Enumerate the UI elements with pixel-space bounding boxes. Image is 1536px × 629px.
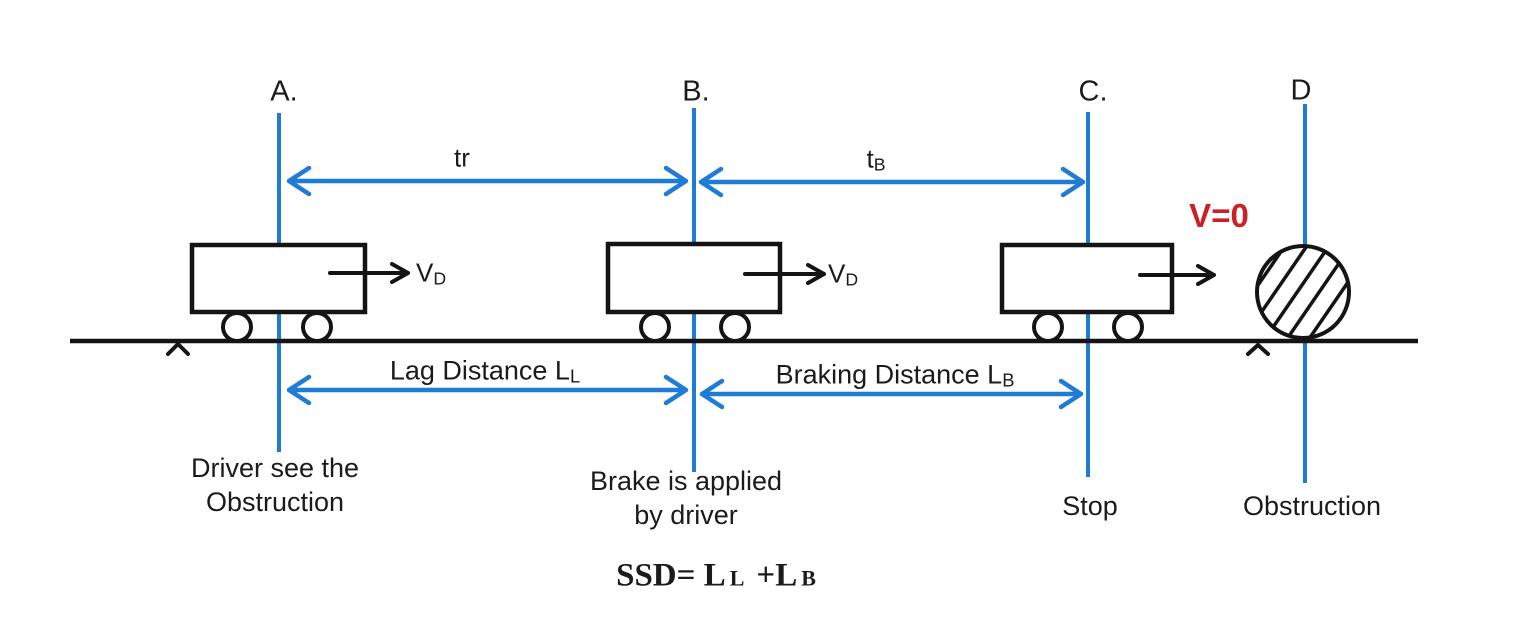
speed-label-a: VD bbox=[416, 258, 446, 289]
braking-time-arrow bbox=[698, 166, 1086, 198]
event-label-b-line1: Brake is applied bbox=[589, 466, 783, 496]
speed-main: V bbox=[416, 257, 434, 288]
formula-sub1: L bbox=[729, 565, 745, 591]
event-label-b: Brake is applied by driver bbox=[590, 464, 782, 532]
lag-distance-label: Lag Distance LL bbox=[390, 356, 580, 387]
vehicle-at-c bbox=[999, 242, 1216, 343]
braking-distance-label: Braking Distance LB bbox=[776, 360, 1015, 391]
speed-label-b: VD bbox=[828, 259, 858, 290]
braking-time-label: tB bbox=[866, 144, 885, 175]
marker-label-b: B. bbox=[682, 75, 710, 108]
marker-label-a: A. bbox=[270, 75, 298, 108]
lag-distance-sub: L bbox=[569, 365, 581, 387]
marker-label-c: C. bbox=[1078, 75, 1108, 108]
wheel bbox=[1032, 311, 1064, 343]
reaction-time-label: tr bbox=[454, 142, 470, 173]
braking-time-sub: B bbox=[873, 154, 886, 175]
vehicle-at-b bbox=[605, 241, 826, 343]
braking-distance-arrow bbox=[699, 378, 1084, 410]
obstruction-outline bbox=[1255, 244, 1351, 340]
lag-distance-arrow bbox=[286, 374, 689, 406]
vehicle-at-a bbox=[189, 242, 410, 343]
formula-sub2: B bbox=[801, 565, 816, 591]
wheel bbox=[719, 311, 751, 343]
braking-distance-main: Braking Distance L bbox=[775, 359, 1003, 390]
wheel bbox=[301, 311, 333, 343]
event-label-a: Driver see the Obstruction bbox=[191, 451, 359, 519]
wheel bbox=[639, 311, 671, 343]
wheel bbox=[1112, 311, 1144, 343]
vehicle-body bbox=[189, 242, 368, 315]
road-caret-right-icon bbox=[1246, 343, 1270, 356]
speed-zero-label: V=0 bbox=[1189, 197, 1249, 234]
vehicle-body bbox=[999, 242, 1175, 315]
vehicle-body bbox=[605, 241, 783, 315]
event-label-d: Obstruction bbox=[1242, 491, 1382, 521]
event-label-b-line2: by driver bbox=[634, 500, 738, 530]
braking-time-main: t bbox=[866, 143, 874, 174]
speed-main: V bbox=[828, 258, 846, 289]
velocity-arrow bbox=[328, 262, 410, 284]
marker-label-d: D bbox=[1290, 74, 1312, 107]
road-caret-left-icon bbox=[166, 342, 190, 356]
obstruction-circle bbox=[1255, 244, 1351, 340]
formula-part2: +L bbox=[756, 557, 798, 594]
lag-distance-main: Lag Distance L bbox=[389, 355, 570, 386]
speed-sub: D bbox=[433, 268, 447, 289]
speed-sub: D bbox=[845, 269, 859, 290]
velocity-arrow bbox=[743, 263, 826, 285]
reaction-time-arrow bbox=[286, 165, 689, 197]
braking-distance-sub: B bbox=[1002, 369, 1015, 391]
formula-part1: SSD= L bbox=[616, 557, 726, 594]
velocity-arrow bbox=[1138, 264, 1216, 286]
wheel bbox=[221, 311, 253, 343]
event-label-c: Stop bbox=[1062, 491, 1118, 521]
event-label-a-line1: Driver see the bbox=[190, 453, 360, 483]
event-label-a-line2: Obstruction bbox=[205, 487, 345, 517]
